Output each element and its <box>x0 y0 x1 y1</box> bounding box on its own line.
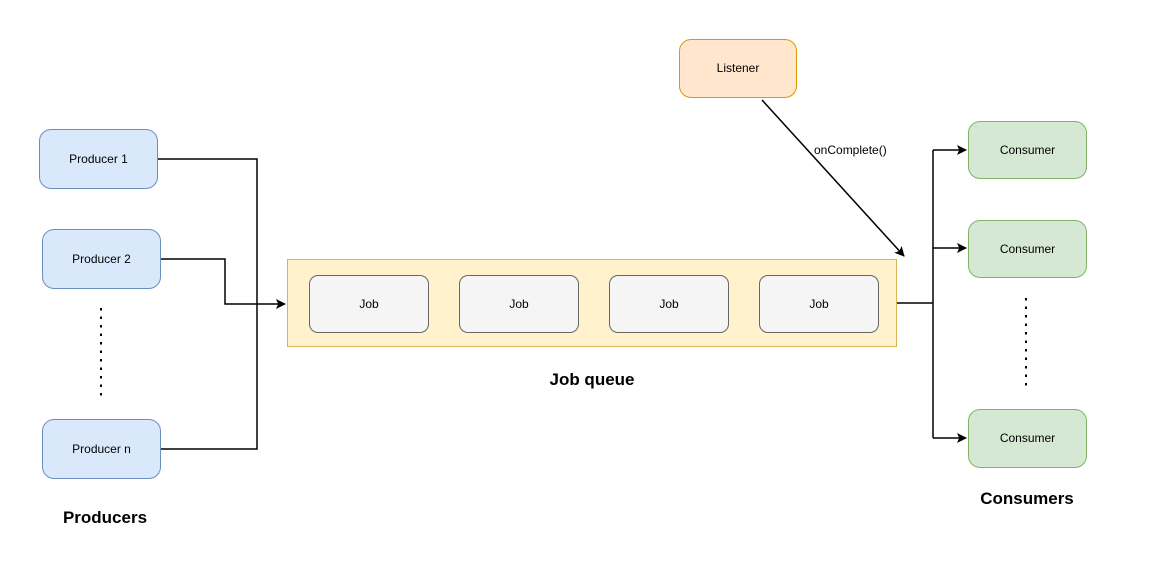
producers-to-queue-arrow <box>161 258 286 309</box>
job-item-1: Job <box>309 275 429 333</box>
job-4-label: Job <box>809 297 829 311</box>
producer-1-label: Producer 1 <box>69 151 128 166</box>
job-item-2: Job <box>459 275 579 333</box>
consumer-3-node: Consumer <box>968 409 1087 468</box>
oncomplete-edge-label: onComplete() <box>814 143 887 157</box>
job-item-3: Job <box>609 275 729 333</box>
job-3-label: Job <box>659 297 679 311</box>
consumer-1-node: Consumer <box>968 121 1087 179</box>
listener-node: Listener <box>679 39 797 98</box>
consumer-1-label: Consumer <box>999 142 1056 157</box>
job-item-4: Job <box>759 275 879 333</box>
producer-2-label: Producer 2 <box>72 251 131 266</box>
producer-n-node: Producer n <box>42 419 161 479</box>
queue-to-consumers-trunk <box>897 150 934 438</box>
job-2-label: Job <box>509 297 529 311</box>
job-1-label: Job <box>359 297 379 311</box>
producers-section-label: Producers <box>62 508 148 527</box>
job-queue-container: Job Job Job Job <box>287 259 897 347</box>
listener-oncomplete-arrow <box>761 99 905 257</box>
consumer-2-label: Consumer <box>999 241 1056 256</box>
consumers-section-label: Consumers <box>980 489 1074 508</box>
producer-2-node: Producer 2 <box>42 229 161 289</box>
job-queue-section-label: Job queue <box>549 370 635 389</box>
listener-label: Listener <box>716 61 760 76</box>
consumer-2-node: Consumer <box>968 220 1087 278</box>
producer-1-node: Producer 1 <box>39 129 158 189</box>
producer-n-label: Producer n <box>72 441 131 456</box>
consumer-3-label: Consumer <box>999 431 1056 446</box>
